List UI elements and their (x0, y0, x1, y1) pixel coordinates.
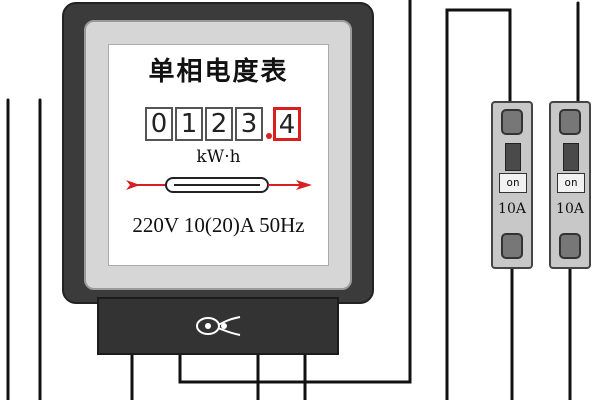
counter-digit-decimal: 4 (273, 107, 301, 141)
switch-state-label: on (499, 173, 527, 193)
lead-seal-icon (196, 316, 241, 336)
electricity-meter: 单相电度表 0 1 2 3 4 kW·h (62, 2, 374, 304)
wire-meter-to-breaker-1 (445, 8, 512, 400)
screw-icon (501, 233, 523, 259)
unit-label: kW·h (196, 147, 241, 167)
screw-icon (501, 109, 523, 135)
decimal-point (265, 107, 273, 141)
breaker-lever[interactable] (563, 143, 579, 171)
counter-digit-1: 0 (145, 107, 173, 141)
meter-title: 单相电度表 (148, 57, 289, 87)
meter-rating: 220V 10(20)A 50Hz (132, 213, 305, 237)
circuit-breaker-1[interactable]: on 10A (491, 101, 533, 269)
switch-state-label: on (557, 173, 585, 193)
circuit-breaker-2[interactable]: on 10A (549, 101, 591, 269)
rotation-arrow-icon (126, 177, 312, 193)
counter-digit-2: 1 (175, 107, 203, 141)
screw-icon (559, 109, 581, 135)
breaker-rating: 10A (498, 201, 526, 217)
counter-digit-3: 2 (205, 107, 233, 141)
meter-face: 单相电度表 0 1 2 3 4 kW·h (108, 44, 329, 266)
meter-panel: 单相电度表 0 1 2 3 4 kW·h (84, 20, 352, 290)
counter-digit-4: 3 (235, 107, 263, 141)
breaker-lever[interactable] (505, 143, 521, 171)
screw-icon (559, 233, 581, 259)
kwh-counter: 0 1 2 3 4 (145, 107, 303, 141)
terminal-cover (97, 297, 339, 355)
wire-outer-loop (178, 0, 412, 384)
breaker-rating: 10A (556, 201, 584, 217)
